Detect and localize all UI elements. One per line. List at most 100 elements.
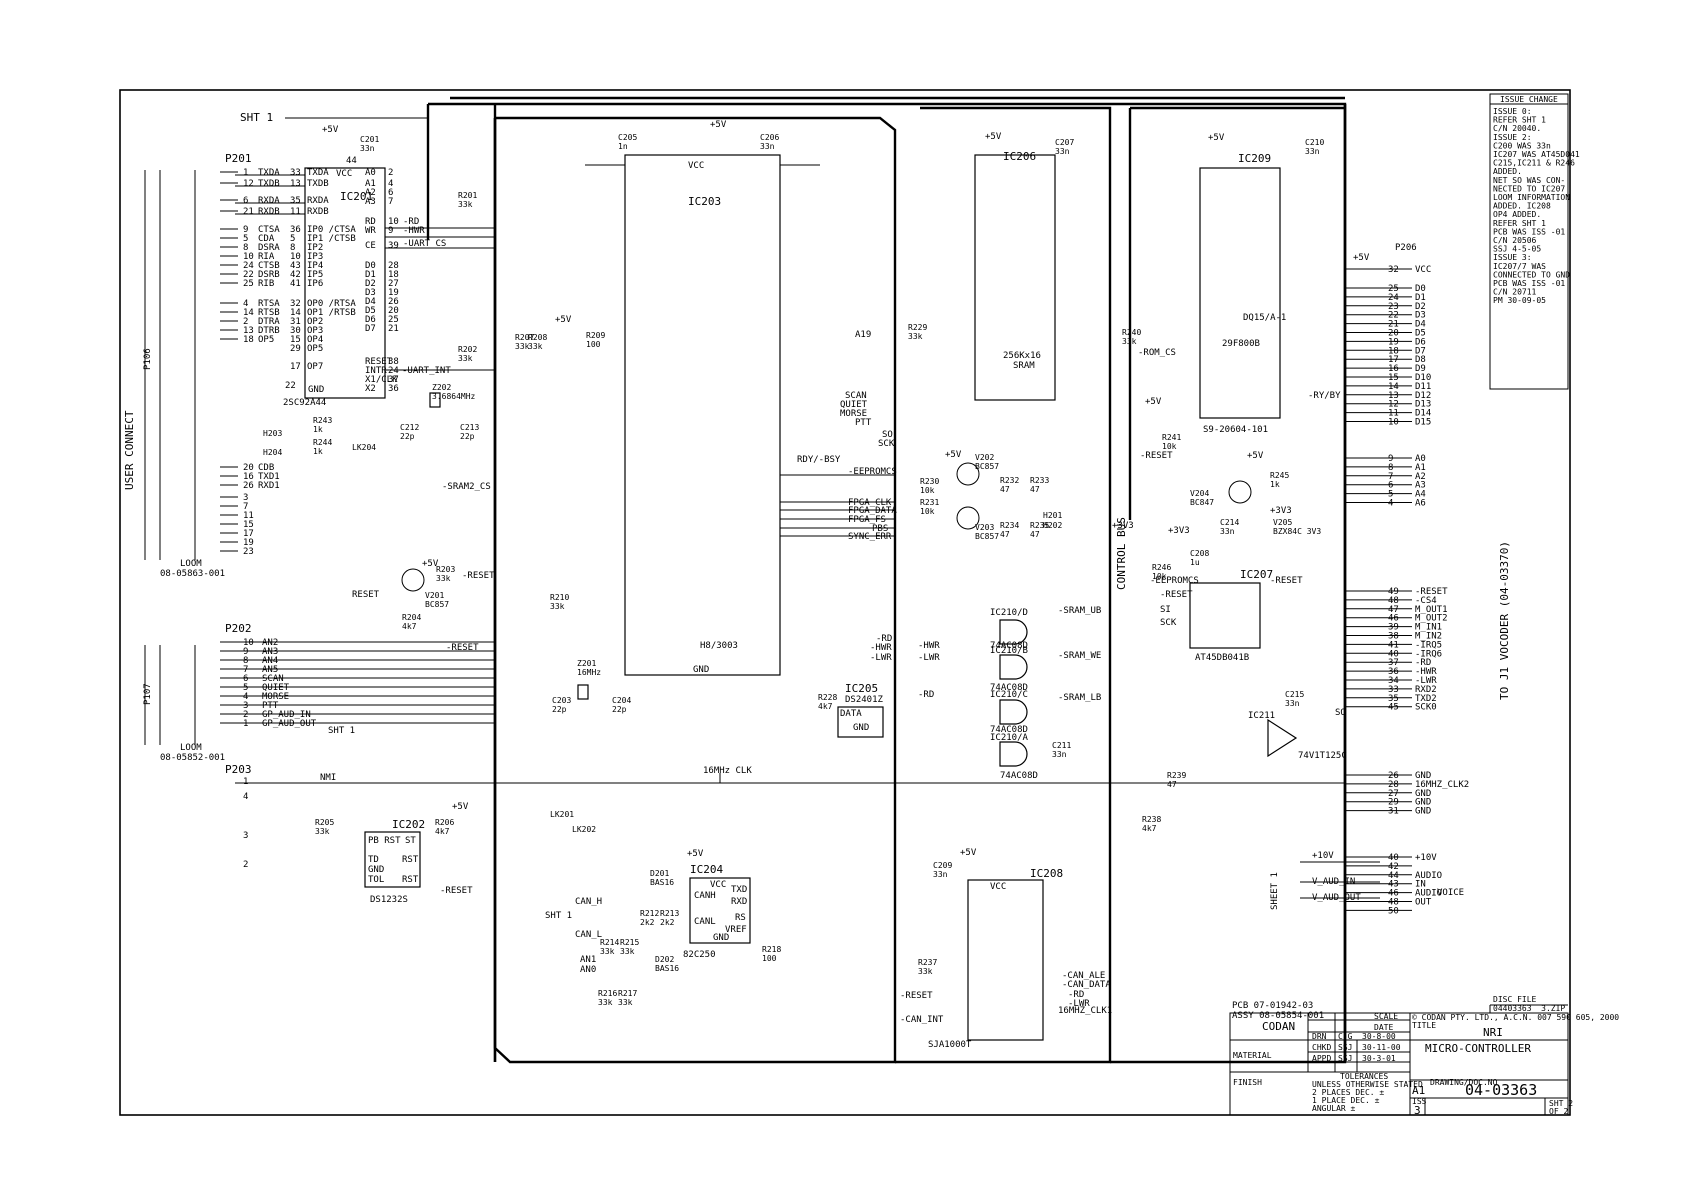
component-ref: R216 xyxy=(598,989,617,998)
ic207-ref: IC207 xyxy=(1240,568,1273,581)
ic201-pin-number: 41 xyxy=(290,279,301,289)
p202-pin-signal: AN5 xyxy=(262,665,278,675)
control-bus-label: CONTROL BUS xyxy=(1115,517,1128,590)
net-reset-ic202: -RESET xyxy=(440,886,473,896)
p201-pin-signal: RIA xyxy=(258,252,275,262)
ic201-pin-name: D1 xyxy=(365,270,376,280)
p206-pin-signal: D7 xyxy=(1415,346,1426,356)
p206-pin-number: 7 xyxy=(1388,472,1393,482)
chip-ic205: IC205 DS2401Z DATA GND xyxy=(837,682,884,738)
ic201-pin-number: 37 xyxy=(388,375,399,385)
net-ptt: PTT xyxy=(855,418,872,428)
issue-change-heading: ISSUE CHANGE xyxy=(1500,95,1558,104)
p201-pin-number: 6 xyxy=(243,196,248,206)
p206-pin-signal: D15 xyxy=(1415,418,1431,428)
sht1-b-label: SHT 1 xyxy=(545,911,572,921)
component-labels: C20133nR20133kR20233kZ2023.6864MHzC21222… xyxy=(263,133,1324,1007)
component-ref: Z202 xyxy=(432,383,451,392)
component-ref: R215 xyxy=(620,938,639,947)
component-value: 33k xyxy=(515,342,530,351)
tolerances-line3: 1 PLACE DEC. ± xyxy=(1312,1096,1380,1105)
component-ref: C211 xyxy=(1052,741,1071,750)
component-ref: C207 xyxy=(1055,138,1074,147)
ic201-pin-number: 31 xyxy=(290,317,301,327)
component-ref: R230 xyxy=(920,477,939,486)
sht1-a-label: SHT 1 xyxy=(328,726,355,736)
component-ref: C209 xyxy=(933,861,952,870)
component-ref: R202 xyxy=(458,345,477,354)
ic208-ref: IC208 xyxy=(1030,867,1063,880)
p206-pin-number: 13 xyxy=(1388,391,1399,401)
drawing-subtitle: MICRO-CONTROLLER xyxy=(1425,1042,1531,1055)
drawing-title: NRI xyxy=(1483,1026,1503,1039)
tolerances-label: TOLERANCES xyxy=(1340,1072,1388,1081)
ic201-pin-number: 36 xyxy=(388,384,399,394)
net-wires xyxy=(235,164,1380,899)
p201-pin-number: 5 xyxy=(243,234,248,244)
p206-pin-signal: OUT xyxy=(1415,898,1432,908)
p206-pin-number: 31 xyxy=(1388,807,1399,817)
net-pbs: PBS xyxy=(872,524,888,534)
component-value: 10k xyxy=(920,486,935,495)
p206-pin-number: 14 xyxy=(1388,382,1399,392)
component-value: 1u xyxy=(1190,558,1200,567)
ic202-gnd: GND xyxy=(368,865,384,875)
company-name: CODAN xyxy=(1262,1020,1295,1033)
issue-number: 3 xyxy=(1414,1104,1421,1117)
component-value: 4k7 xyxy=(1142,824,1157,833)
ic201-pin-number: 8 xyxy=(290,243,295,253)
ic201-pin-name: IP6 xyxy=(307,279,323,289)
ic204-canh: CANH xyxy=(694,891,716,901)
ic201-pin-name: D2 xyxy=(365,279,376,289)
component-ref: V202 xyxy=(975,453,994,462)
p206-pin-number: 15 xyxy=(1388,373,1399,383)
component-ref: R245 xyxy=(1270,471,1289,480)
p206-ref: P206 xyxy=(1395,243,1417,253)
p206-pin-signal: M_OUT2 xyxy=(1415,614,1448,624)
net-can-l: CAN_L xyxy=(575,930,602,940)
component-ref: R239 xyxy=(1167,771,1186,780)
tolerances-line1: UNLESS OTHERWISE STATED xyxy=(1312,1080,1423,1089)
component-value: 47 xyxy=(1000,485,1010,494)
net-uart-cs: -UART_CS xyxy=(403,239,446,249)
component-ref: R214 xyxy=(600,938,619,947)
net-reset-v201: -RESET xyxy=(462,571,495,581)
net-reset-ic208: -RESET xyxy=(900,991,933,1001)
net-hwr: -HWR xyxy=(403,226,425,236)
net-sram-we: -SRAM_WE xyxy=(1058,651,1101,661)
net-clk16-1: 16MHZ_CLK1 xyxy=(1058,1006,1112,1016)
net-uart-int: -UART_INT xyxy=(402,366,451,376)
p201-pin-number: 16 xyxy=(243,472,254,482)
p201-pin-number: 13 xyxy=(243,326,254,336)
ic203-gnd: GND xyxy=(693,665,709,675)
p206-pin-signal: D12 xyxy=(1415,391,1431,401)
component-ref: C210 xyxy=(1305,138,1324,147)
net-5v-p206: +5V xyxy=(1353,253,1370,263)
ic201-pin-number: 5 xyxy=(290,234,295,244)
component-value: 33k xyxy=(600,947,615,956)
issue-change-line: LOOM INFORMATION xyxy=(1493,193,1570,202)
component-ref: R213 xyxy=(660,909,679,918)
p206-pin-number: 8 xyxy=(1388,463,1393,473)
component-ref: R201 xyxy=(458,191,477,200)
net-scan: SCAN xyxy=(845,391,867,401)
ic208-vcc: VCC xyxy=(990,882,1006,892)
component-ref: C203 xyxy=(552,696,571,705)
p206-pin-signal: D0 xyxy=(1415,284,1426,294)
p201-pin-signal: RTSA xyxy=(258,299,280,309)
connector-p201: P201 xyxy=(225,152,252,165)
ic201-pin-name: OP3 xyxy=(307,326,323,336)
p206-pin-number: 45 xyxy=(1388,703,1399,713)
component-ref: R207 xyxy=(515,333,534,342)
ic201-pin-number: 39 xyxy=(388,241,399,251)
clk16-label: 16MHz CLK xyxy=(703,766,752,776)
net-5v-v204: +5V xyxy=(1247,451,1264,461)
ic201-pin-number: 24 xyxy=(388,366,399,376)
loom2-number: 08-05852-001 xyxy=(160,753,225,763)
net-reset-ic207: -RESET xyxy=(1160,590,1193,600)
p206-pin-number: 40 xyxy=(1388,649,1399,659)
ic204-canl: CANL xyxy=(694,917,716,927)
p206-pin-number: 33 xyxy=(1388,685,1399,695)
component-ref: R229 xyxy=(908,323,927,332)
drawing-number: 04-03363 xyxy=(1465,1081,1537,1099)
